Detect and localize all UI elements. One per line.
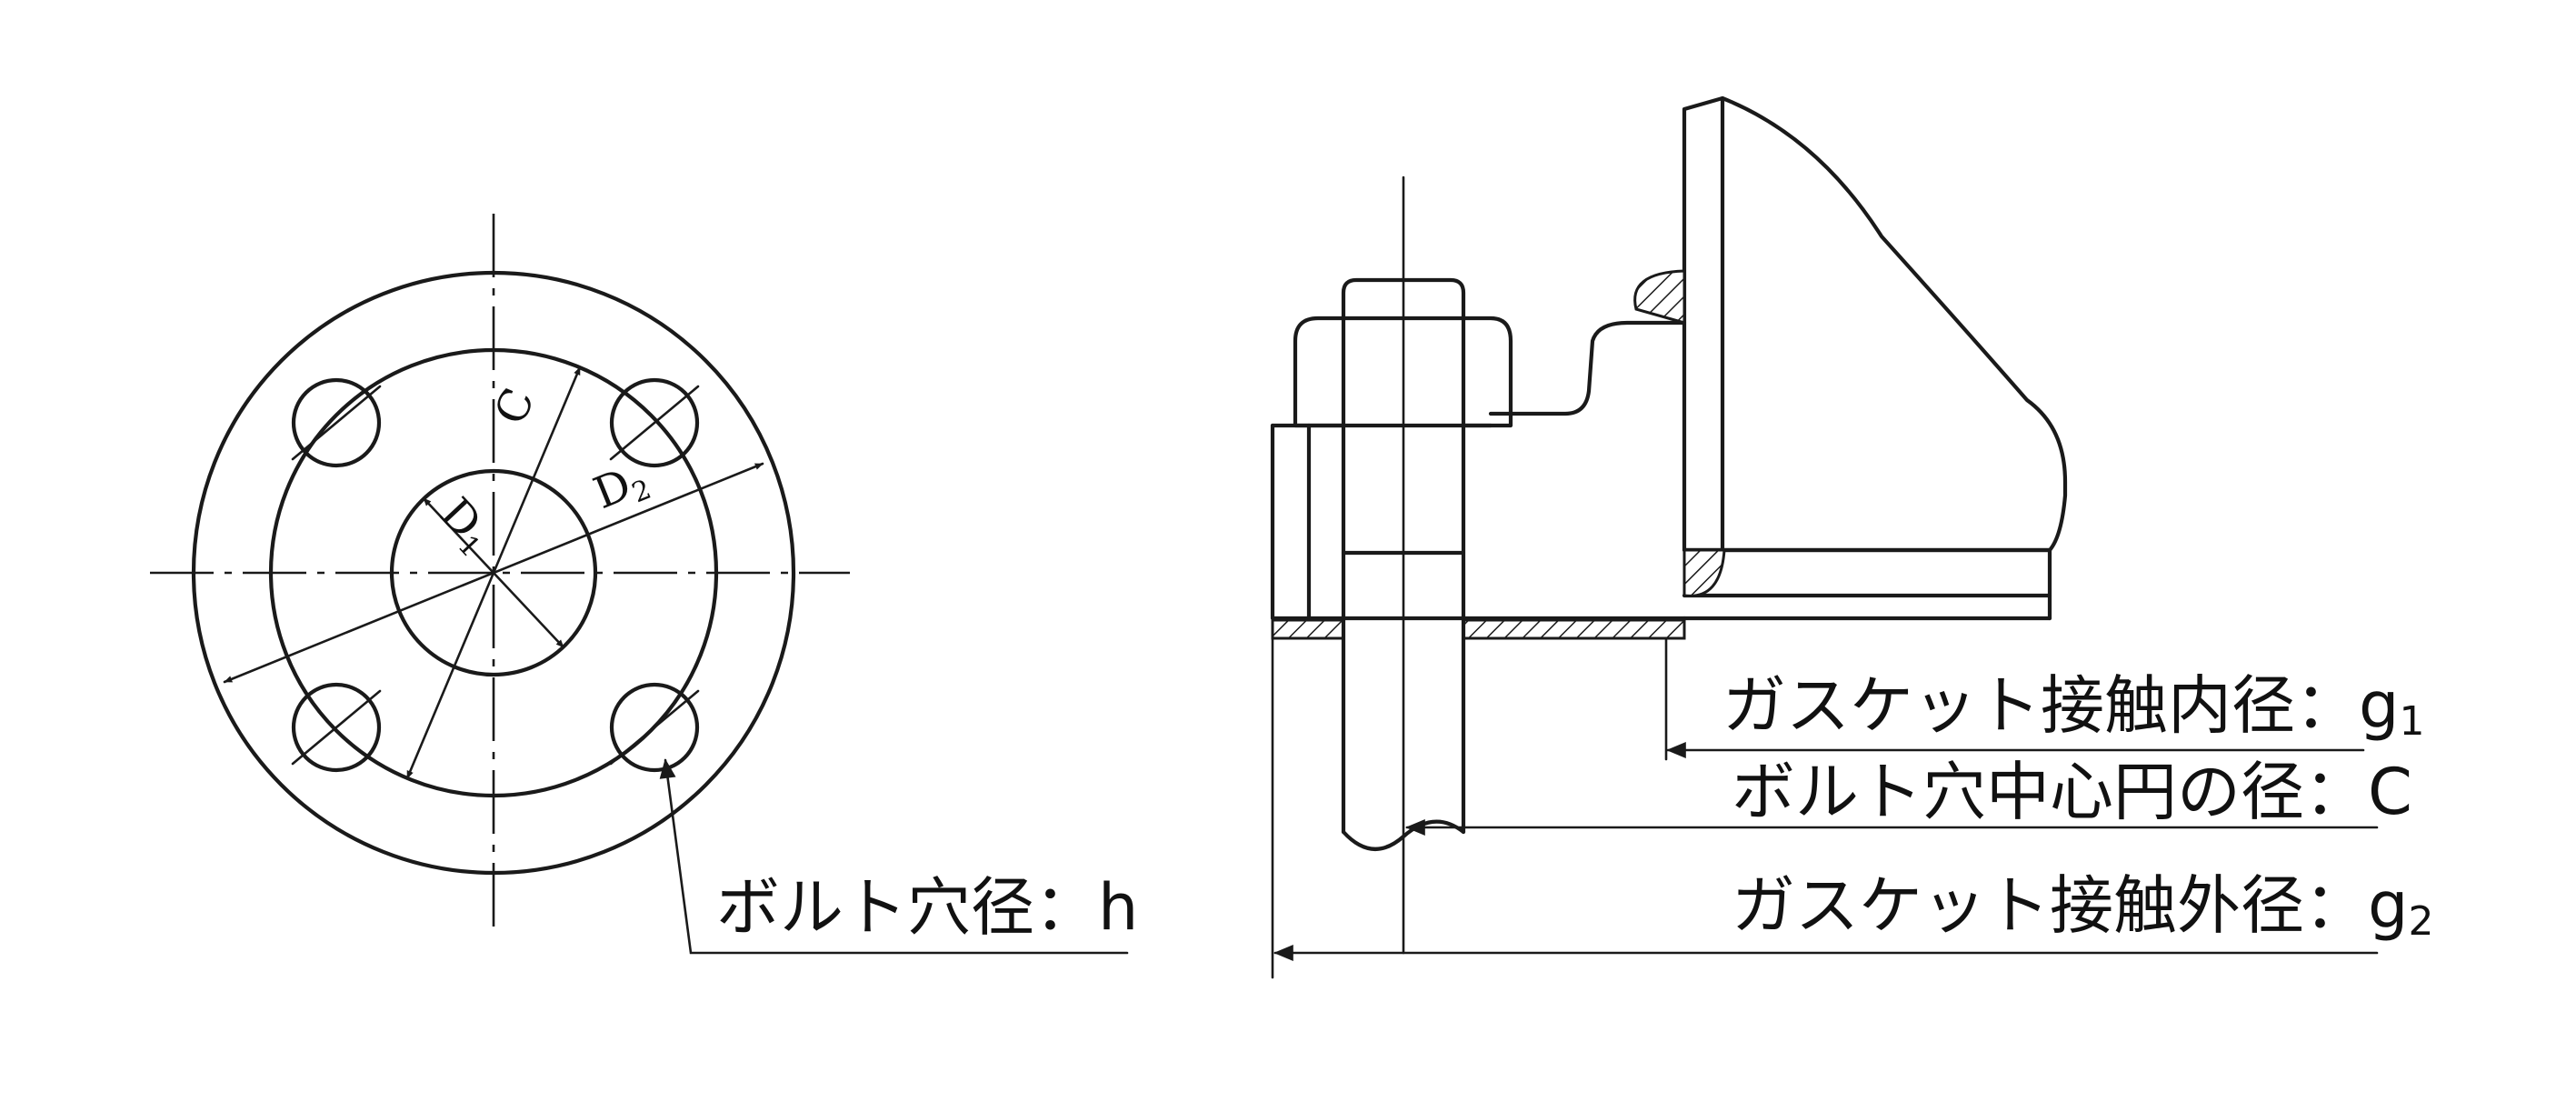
nut (1293, 316, 1513, 428)
flange-section-view: ガスケット接触内径：g1 ボルト穴中心円の径：C ガスケット接触外径：g2 (1270, 95, 2433, 979)
bolt-hole-leader (659, 758, 1129, 955)
bolt-hole (291, 377, 382, 468)
hub-profile (1488, 320, 1687, 416)
flange-body (1682, 95, 2068, 553)
label-bolt-circle-diameter: ボルト穴中心円の径：C (1732, 755, 2412, 829)
label-bolt-hole-diameter: ボルト穴径：h (716, 870, 1138, 945)
lower-flange-plate (1270, 423, 1687, 621)
flange-outer-circle (191, 270, 796, 876)
bolt-hole (291, 682, 382, 773)
label-gasket-inner-diameter: ガスケット接触内径：g1 (1722, 668, 2424, 745)
bolt-hole (609, 682, 700, 773)
gasket-left (1271, 618, 1345, 640)
bolt-shank (1341, 423, 1466, 835)
flange-plan-view: C D1 D2 ボルト穴径：h (150, 214, 1138, 955)
weld-fillet-top (1633, 269, 1686, 325)
weld-fillet-bottom (1682, 548, 1726, 597)
label-gasket-outer-diameter: ガスケット接触外径：g2 (1732, 868, 2433, 945)
gasket-right (1462, 618, 1686, 640)
bolt-hole (609, 377, 700, 468)
dimension-label-d1: D1 (427, 488, 503, 564)
dimension-line-d2 (223, 462, 764, 684)
